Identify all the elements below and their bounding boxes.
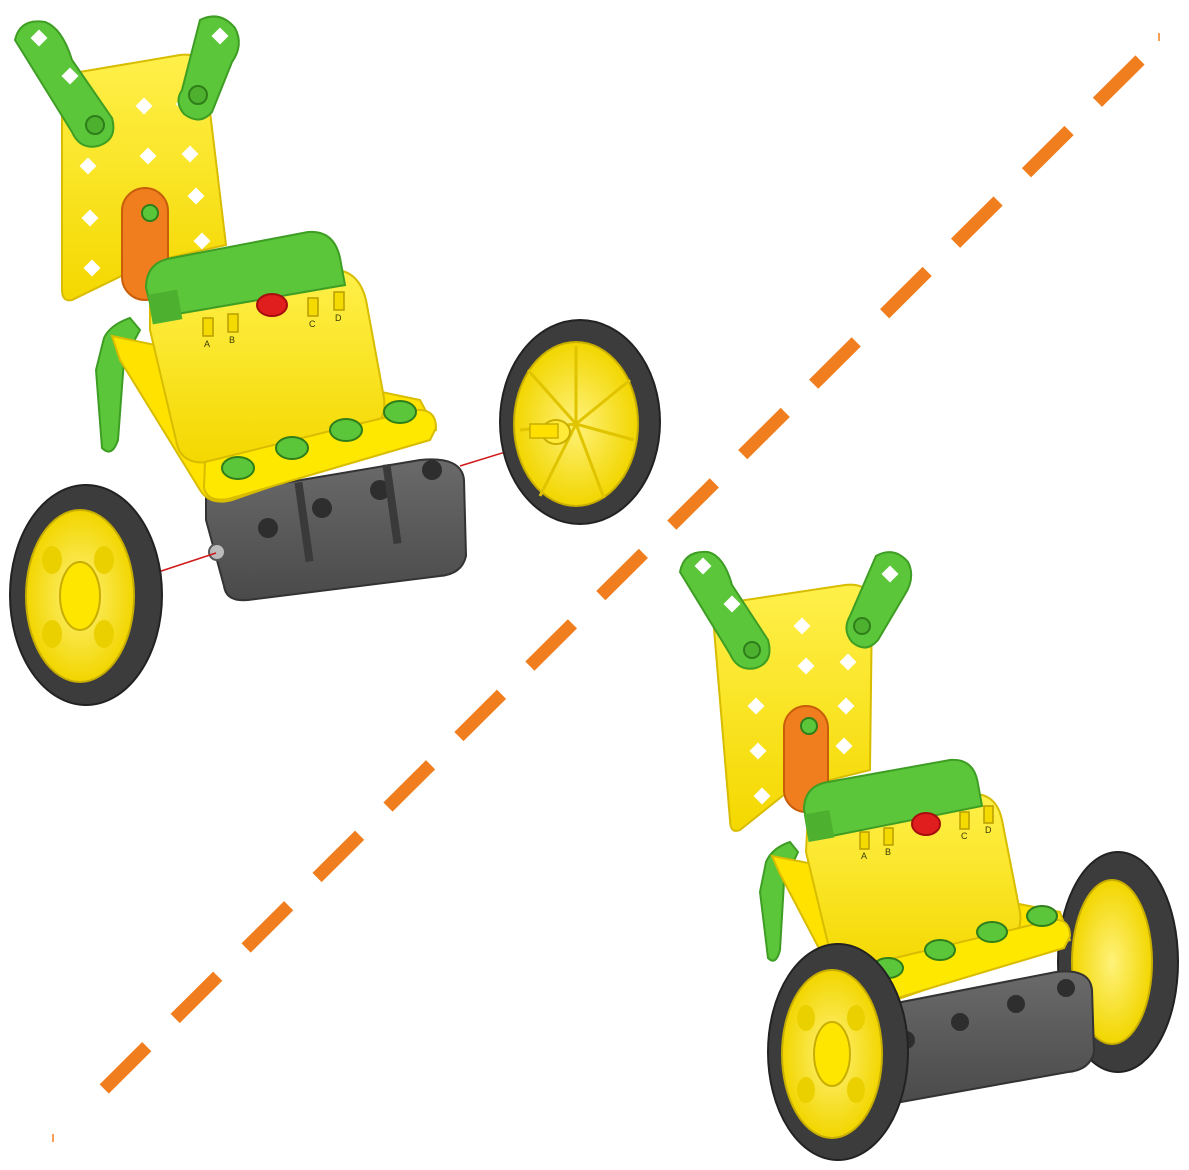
- port-label: A: [861, 851, 867, 861]
- port-label: C: [309, 319, 316, 329]
- power-button: [912, 813, 940, 835]
- wheel-right: [500, 320, 660, 524]
- port-label: D: [335, 313, 342, 323]
- green-arm-right: [178, 16, 238, 119]
- port-label: B: [229, 335, 235, 345]
- wheel-left: [10, 485, 162, 705]
- wheel-front: [768, 944, 908, 1160]
- power-button: [257, 294, 287, 316]
- port-label: B: [885, 847, 891, 857]
- exploded-robot: A B C D: [10, 16, 660, 705]
- green-arm-right: [846, 552, 911, 647]
- port-label: A: [204, 339, 210, 349]
- assembled-robot: A B C D: [680, 552, 1178, 1160]
- port-label: C: [961, 831, 968, 841]
- port-label: D: [985, 825, 992, 835]
